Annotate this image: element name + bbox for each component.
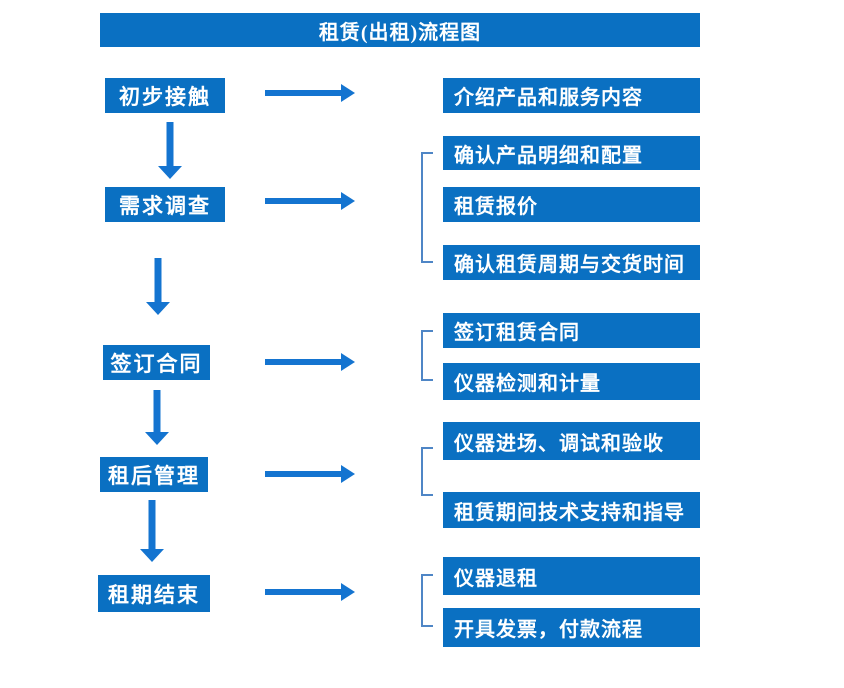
detail-box: 租赁期间技术支持和指导 (443, 492, 700, 528)
detail-box: 介绍产品和服务内容 (443, 78, 700, 113)
bracket (421, 447, 433, 496)
detail-box: 确认产品明细和配置 (443, 136, 700, 170)
down-arrow-shaft (148, 500, 156, 550)
detail-box: 仪器进场、调试和验收 (443, 422, 700, 460)
right-arrow-shaft (265, 90, 342, 96)
right-arrow-shaft (265, 359, 342, 365)
detail-box: 开具发票，付款流程 (443, 608, 700, 647)
right-arrow-head (341, 465, 355, 483)
right-arrow-shaft (265, 471, 342, 477)
detail-box: 确认租赁周期与交货时间 (443, 245, 700, 280)
right-arrow-icon (265, 192, 355, 210)
step-sign-contract: 签订合同 (103, 345, 210, 380)
detail-box: 签订租赁合同 (443, 313, 700, 348)
page-title: 租赁(出租)流程图 (318, 21, 482, 44)
down-arrow-icon (145, 390, 169, 445)
down-arrow-head (158, 166, 182, 179)
right-arrow-icon (265, 583, 355, 601)
down-arrow-shaft (166, 122, 174, 167)
right-arrow-head (341, 84, 355, 102)
step-rental-end: 租期结束 (98, 575, 210, 612)
right-arrow-head (341, 583, 355, 601)
down-arrow-shaft (153, 390, 161, 433)
step-demand-survey: 需求调查 (105, 187, 225, 222)
bracket (421, 330, 433, 381)
down-arrow-icon (158, 122, 182, 179)
down-arrow-head (140, 549, 164, 562)
step-initial-contact: 初步接触 (105, 78, 225, 113)
right-arrow-shaft (265, 589, 342, 595)
bracket (421, 152, 433, 263)
right-arrow-icon (265, 465, 355, 483)
detail-box: 仪器退租 (443, 557, 700, 595)
title-bar: 租赁(出租)流程图 (100, 13, 700, 47)
right-arrow-icon (265, 353, 355, 371)
right-arrow-head (341, 353, 355, 371)
right-arrow-icon (265, 84, 355, 102)
down-arrow-head (146, 302, 170, 315)
down-arrow-icon (140, 500, 164, 562)
detail-box: 租赁报价 (443, 187, 700, 222)
down-arrow-shaft (154, 258, 162, 303)
step-post-rental-management: 租后管理 (100, 457, 208, 492)
right-arrow-shaft (265, 198, 342, 204)
down-arrow-icon (146, 258, 170, 315)
down-arrow-head (145, 432, 169, 445)
detail-box: 仪器检测和计量 (443, 363, 700, 400)
bracket (421, 574, 433, 627)
right-arrow-head (341, 192, 355, 210)
